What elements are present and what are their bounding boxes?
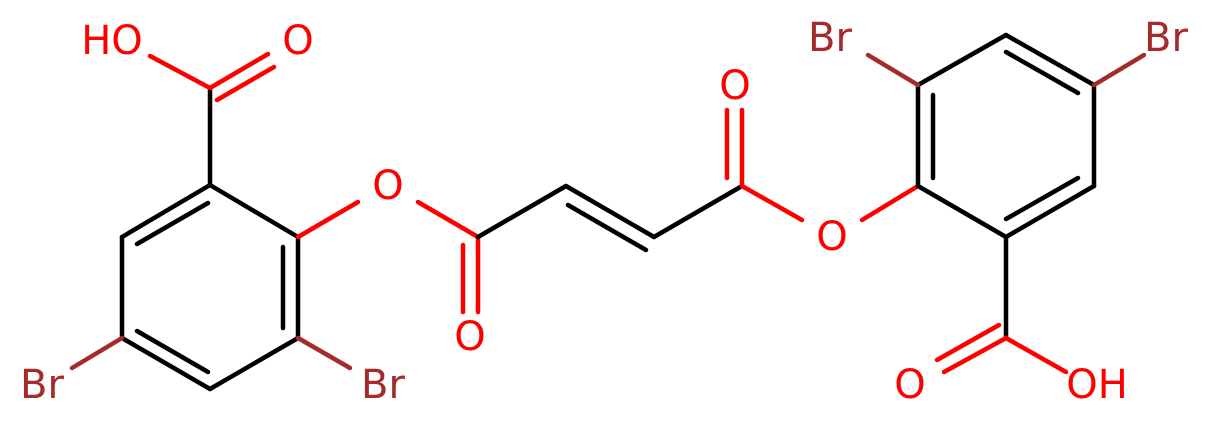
left-carboxylic-acid xyxy=(147,51,277,188)
bromine-label-left-para: Br xyxy=(20,362,64,408)
bromine-bonds xyxy=(69,52,1147,371)
oxygen-label-left-ester: O xyxy=(372,163,403,209)
left-ester xyxy=(295,199,481,315)
left-benzene-ring xyxy=(119,182,301,392)
alkene-linker xyxy=(475,183,745,253)
oxygen-label-right-ester: O xyxy=(816,214,847,260)
hydroxyl-label-right: OH xyxy=(1066,362,1128,408)
oxygen-label-left-acid: O xyxy=(282,18,313,64)
bromine-label-right-ortho: Br xyxy=(808,15,852,61)
right-carboxylic-acid xyxy=(934,234,1069,375)
bromine-label-left-ortho: Br xyxy=(361,362,405,408)
right-benzene-ring xyxy=(915,32,1097,240)
oxygen-label-right-carbonyl: O xyxy=(719,63,750,109)
oxygen-label-right-acid: O xyxy=(894,362,925,408)
oxygen-label-left-carbonyl: O xyxy=(454,314,485,360)
right-ester xyxy=(724,107,921,223)
hydroxyl-label-left: HO xyxy=(81,18,143,64)
bromine-label-right-para: Br xyxy=(1144,15,1188,61)
